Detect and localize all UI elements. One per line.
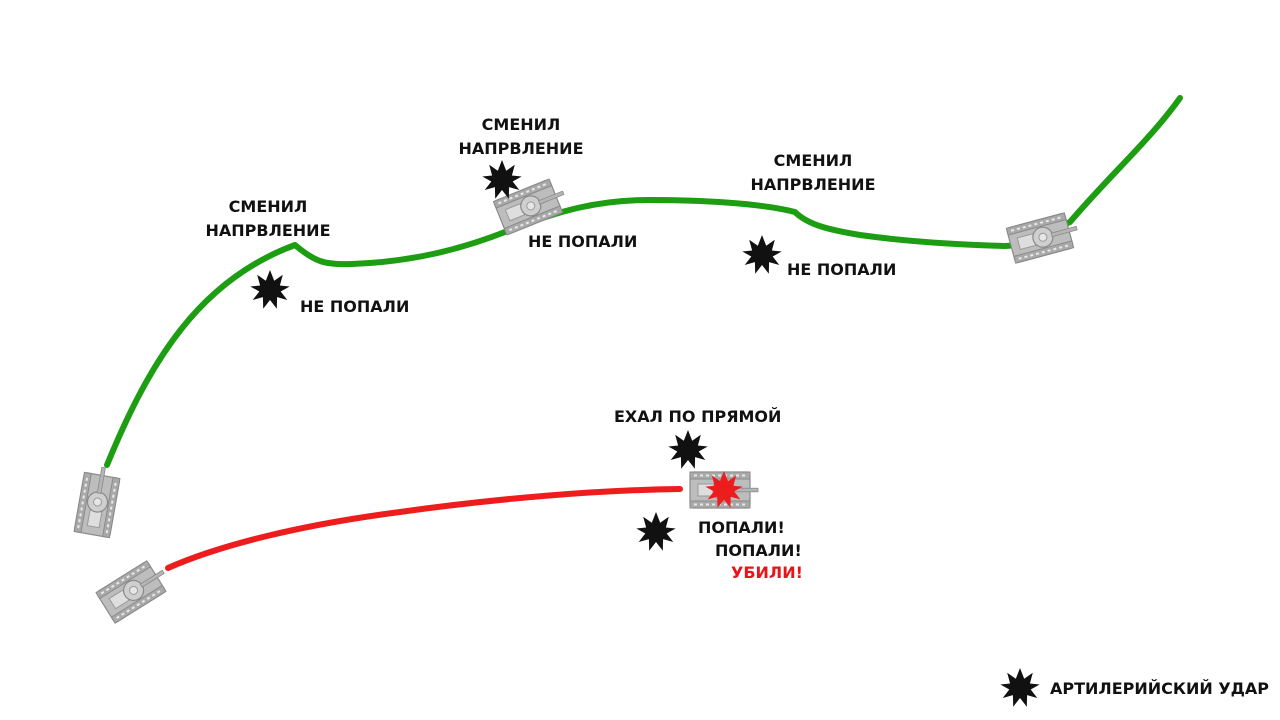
turn-label: СМЕНИЛ НАПРВЛЕНИЕ — [458, 115, 584, 158]
explosion-icon — [636, 512, 676, 551]
hit-label: ПОПАЛИ! — [715, 541, 802, 560]
miss-label: НЕ ПОПАЛИ — [528, 232, 638, 251]
explosion-icon — [668, 430, 708, 469]
explosion-icon — [250, 270, 290, 309]
explosion-icon — [742, 235, 782, 274]
miss-label: НЕ ПОПАЛИ — [787, 260, 897, 279]
straight-label: ЕХАЛ ПО ПРЯМОЙ — [614, 407, 782, 426]
legend-explosion-icon — [1000, 668, 1040, 707]
tank-icon — [73, 463, 123, 539]
red-route-path — [165, 486, 683, 571]
tank-icon — [95, 555, 174, 625]
turn-label: СМЕНИЛ НАПРВЛЕНИЕ — [750, 151, 876, 194]
killed-label: УБИЛИ! — [731, 563, 803, 582]
legend-label: АРТИЛЕРИЙСКИЙ УДАР — [1050, 679, 1270, 698]
miss-label: НЕ ПОПАЛИ — [300, 297, 410, 316]
hit-label: ПОПАЛИ! — [698, 518, 785, 537]
turn-label: СМЕНИЛ НАПРВЛЕНИЕ — [205, 197, 331, 240]
